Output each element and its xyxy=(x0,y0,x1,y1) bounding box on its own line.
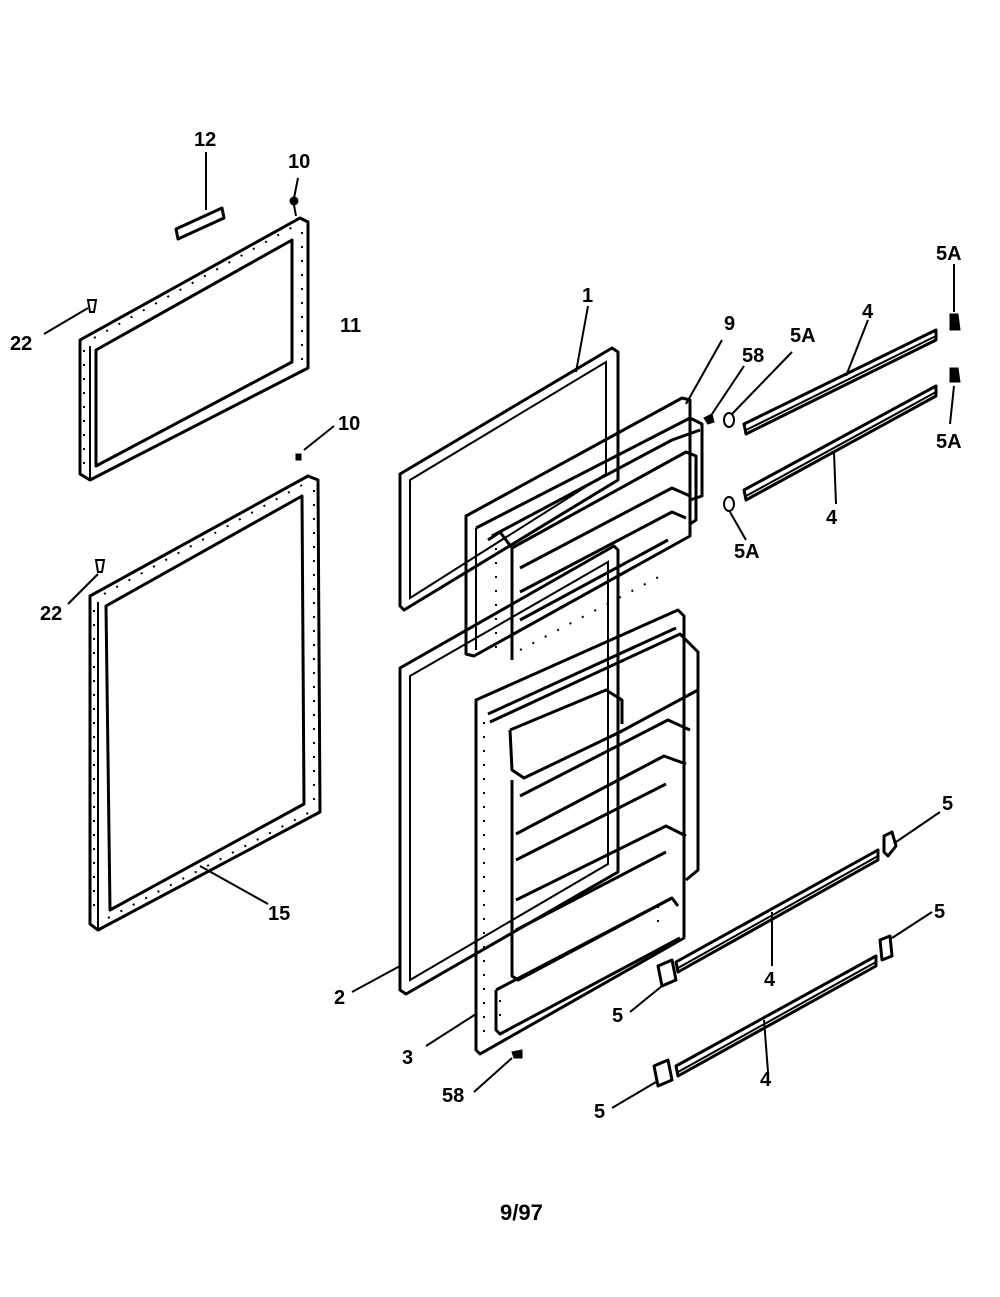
callout-10-lower: 10 xyxy=(338,413,360,435)
callout-5-top-right: 5 xyxy=(942,793,953,815)
part-58-lower-clip xyxy=(473,1049,523,1093)
callout-5-left-b: 5 xyxy=(594,1101,605,1123)
callout-11: 11 xyxy=(340,315,361,337)
part-2-fresh-food-gasket xyxy=(351,544,620,996)
callout-58-upper: 58 xyxy=(742,345,764,367)
part-9-freezer-door-liner xyxy=(464,339,723,660)
part-4-upper-rail-b xyxy=(742,384,938,505)
part-3-fresh-food-door-liner xyxy=(425,608,700,1056)
part-5A-upper-bracket xyxy=(723,351,793,428)
callout-5-right-b: 5 xyxy=(934,901,945,923)
callout-4-lower-b: 4 xyxy=(760,1069,772,1091)
callout-58-lower: 58 xyxy=(442,1085,464,1107)
callout-9: 9 xyxy=(724,313,735,335)
callout-4-lower-a: 4 xyxy=(764,969,776,991)
part-22-upper-screw xyxy=(43,299,98,335)
callout-5-left-a: 5 xyxy=(612,1005,623,1027)
part-5-left-bracket-a xyxy=(629,958,678,1013)
callout-labels: 12 10 22 11 10 22 15 1 9 58 5A 4 5A 5A 4… xyxy=(10,129,962,1123)
date-code: 9/97 xyxy=(500,1200,543,1225)
callout-10-upper: 10 xyxy=(288,151,310,173)
callout-4-upper: 4 xyxy=(862,301,874,323)
callout-15: 15 xyxy=(268,903,290,925)
callout-12: 12 xyxy=(194,129,216,151)
part-5-left-bracket-b xyxy=(611,1058,674,1109)
part-5A-lower-bracket xyxy=(723,496,747,541)
part-5-top-right-cap xyxy=(882,811,941,858)
part-11-freezer-door-trim xyxy=(78,216,310,482)
callout-22-upper: 22 xyxy=(10,333,32,355)
callout-5A-top-right: 5A xyxy=(936,243,962,265)
part-5-right-cap-b xyxy=(878,911,933,962)
callout-5A-second-right: 5A xyxy=(936,431,962,453)
part-10-upper-screw xyxy=(289,177,299,217)
callout-5A-upper-left: 5A xyxy=(790,325,816,347)
part-10-lower-screw xyxy=(295,425,335,461)
part-1-freezer-gasket xyxy=(398,305,620,612)
part-58-upper-clip xyxy=(703,365,745,425)
part-5A-second-right-cap xyxy=(949,367,961,425)
callout-5A-lower-left: 5A xyxy=(734,541,760,563)
callout-2: 2 xyxy=(334,987,345,1009)
part-5A-top-right-cap xyxy=(949,264,961,331)
part-4-lower-rail-a xyxy=(674,848,880,974)
part-4-lower-rail-b xyxy=(674,954,878,1078)
callout-3: 3 xyxy=(402,1047,413,1069)
callout-1: 1 xyxy=(582,285,593,307)
part-12-nameplate xyxy=(174,152,226,241)
part-15-fresh-food-door-trim xyxy=(88,474,322,932)
callout-4-second: 4 xyxy=(826,507,838,529)
callout-22-lower: 22 xyxy=(40,603,62,625)
part-4-upper-rail-a xyxy=(742,319,938,436)
part-22-lower-screw xyxy=(67,559,106,605)
